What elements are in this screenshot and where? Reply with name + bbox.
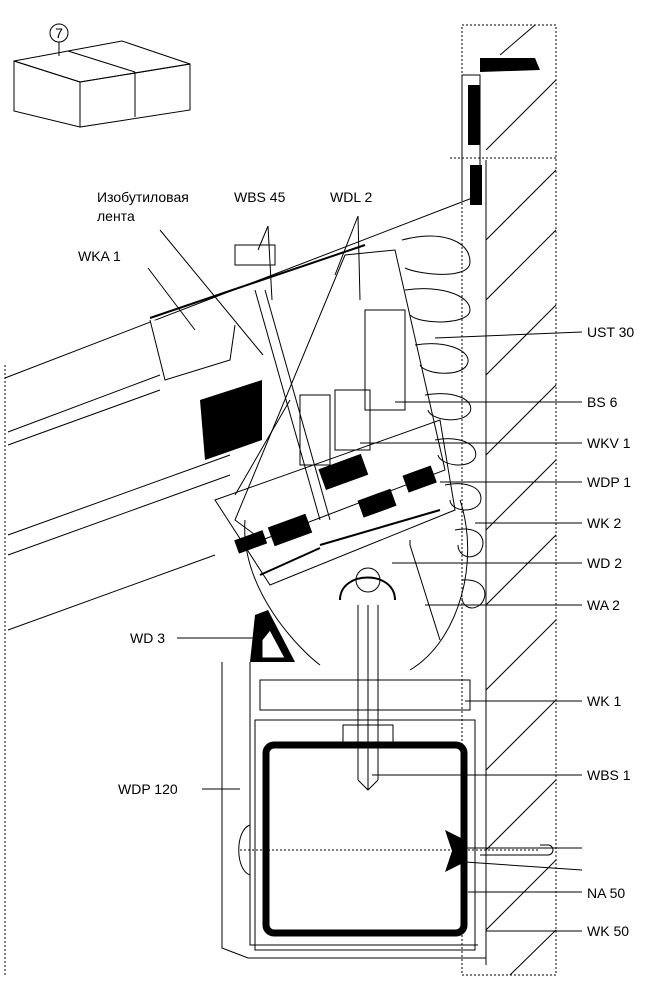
label-isobutyl-tape-1: Изобутиловая bbox=[97, 189, 189, 205]
label-wkv1: WKV 1 bbox=[587, 435, 631, 451]
label-wka1: WKA 1 bbox=[78, 248, 121, 264]
label-ust30: UST 30 bbox=[587, 324, 634, 340]
label-wdl2: WDL 2 bbox=[330, 189, 372, 205]
facade-wall bbox=[401, 24, 557, 976]
detail-marker bbox=[49, 23, 69, 43]
leader-lines bbox=[147, 215, 583, 932]
label-wdp1: WDP 1 bbox=[587, 474, 631, 490]
label-wdp120: WDP 120 bbox=[118, 781, 178, 797]
label-isobutyl-tape-2: лента bbox=[97, 208, 135, 224]
label-wd3: WD 3 bbox=[130, 630, 165, 646]
label-na50: NA 50 bbox=[587, 885, 625, 901]
profile-assembly bbox=[214, 244, 469, 671]
label-wd2: WD 2 bbox=[587, 555, 622, 571]
label-wbs1: WBS 1 bbox=[587, 767, 631, 783]
label-wbs45: WBS 45 bbox=[234, 189, 286, 205]
label-wk50: WK 50 bbox=[587, 923, 629, 939]
label-bs6: BS 6 bbox=[587, 394, 618, 410]
label-wk1: WK 1 bbox=[587, 693, 621, 709]
label-wa2: WA 2 bbox=[587, 597, 620, 613]
frame-profile bbox=[221, 605, 554, 959]
key-plan-block: 7 bbox=[13, 23, 191, 128]
label-wk2: WK 2 bbox=[587, 515, 621, 531]
sloped-glazing bbox=[4, 194, 481, 975]
detail-marker-number: 7 bbox=[55, 25, 63, 41]
callout-labels: Изобутиловая лента WBS 45 WDL 2 WKA 1 US… bbox=[78, 189, 634, 939]
